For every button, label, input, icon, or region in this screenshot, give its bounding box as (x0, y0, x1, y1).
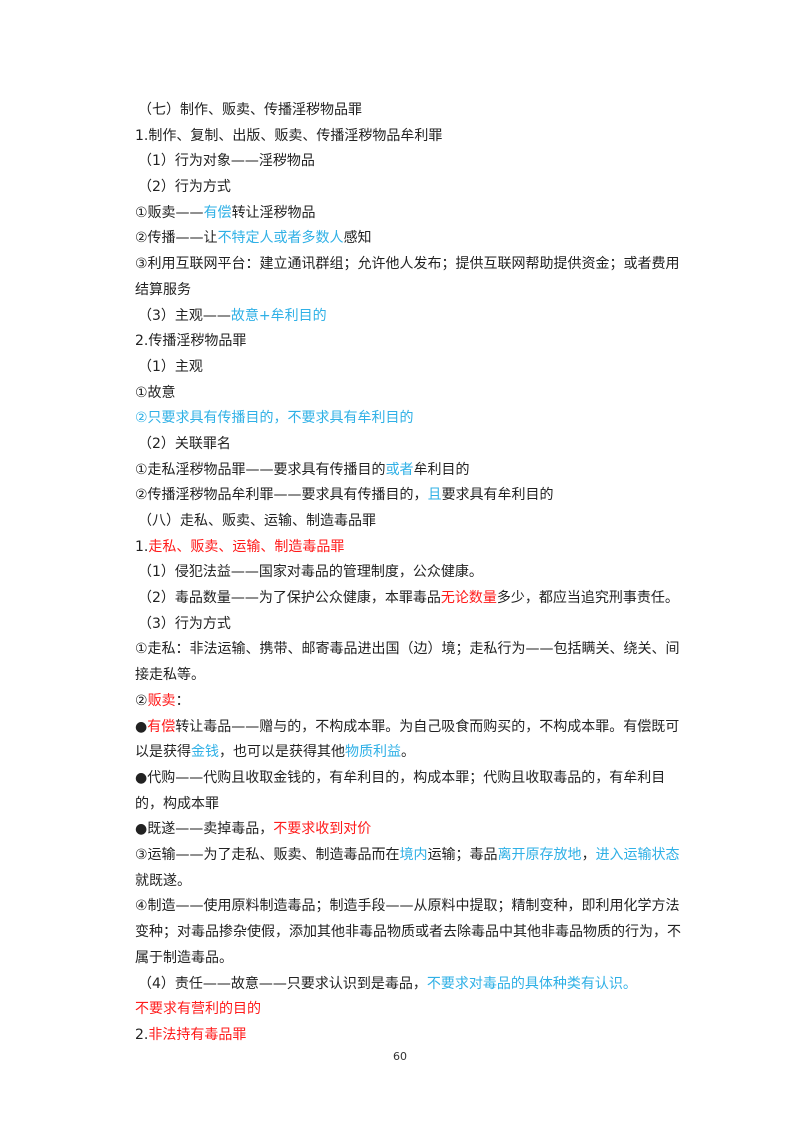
page-content: （七）制作、贩卖、传播淫秽物品罪 1.制作、复制、出版、贩卖、传播淫秽物品牟利罪… (135, 98, 685, 1049)
text-segment: 非法持有毒品罪 (148, 1026, 247, 1043)
text-segment: 贩卖 (147, 692, 176, 709)
text-segment: 要求具有牟利目的 (441, 487, 554, 504)
text-segment: 离开原存放地 (497, 847, 582, 864)
text-segment: ●代购——代购且收取金钱的，有牟利目的，构成本罪；代购且收取毒品的，有牟利目的，… (135, 769, 666, 812)
text-segment: 牟利目的 (413, 461, 470, 478)
line-liability: （4）责任——故意——只要求认识到是毒品，不要求对毒品的具体种类有认识。 (135, 972, 685, 998)
text-segment: 有偿 (147, 718, 176, 735)
text-segment: （1）侵犯法益——国家对毒品的管理制度，公众健康。 (138, 564, 483, 581)
text-segment: ， (581, 847, 596, 864)
text-segment: （3）主观—— (138, 307, 231, 324)
line-spreading-profit: ②传播淫秽物品牟利罪——要求具有传播目的，且要求具有牟利目的 (135, 483, 685, 509)
line-illegal-possession-title: 2.非法持有毒品罪 (135, 1023, 685, 1049)
line-drug-quantity: （2）毒品数量——为了保护公众健康，本罪毒品无论数量多少，都应当追究刑事责任。 (135, 586, 685, 612)
text-segment: 。 (401, 744, 415, 761)
text-segment: 有偿 (203, 204, 232, 221)
text-segment: 走私、贩卖、运输、制造毒品罪 (148, 538, 345, 555)
text-segment: 不要求收到对价 (273, 821, 372, 838)
text-segment: ● (135, 718, 148, 735)
text-segment: ●既遂——卖掉毒品， (135, 821, 274, 838)
text-segment: （七）制作、贩卖、传播淫秽物品罪 (138, 102, 362, 118)
text-segment: 2.传播淫秽物品罪 (135, 333, 247, 350)
text-segment: 转让毒品——赠与的，不构成本罪。为自己吸食而购买的，不构成本罪。有偿既可以是获得 (135, 718, 680, 761)
text-segment: 就既遂。 (135, 872, 191, 889)
text-segment: ④制造——使用原料制造毒品；制造手段——从原料中提取；精制变种，即利用化学方法变… (135, 898, 681, 966)
line-intent: ①故意 (135, 381, 685, 407)
text-segment: （1）行为对象——淫秽物品 (138, 153, 315, 170)
line-section-7-title: （七）制作、贩卖、传播淫秽物品罪 (135, 98, 685, 124)
text-segment: 且 (427, 487, 442, 504)
text-segment: ② (135, 692, 148, 709)
text-segment: ②只要求具有传播目的，不要求具有牟利目的 (135, 410, 414, 427)
text-segment: 金钱 (191, 744, 219, 761)
line-drug-method-heading: （3）行为方式 (135, 612, 685, 638)
line-method-heading: （2）行为方式 (135, 175, 685, 201)
line-internet-platform: ③利用互联网平台：建立通讯群组；允许他人发布；提供互联网帮助提供资金；或者费用结… (135, 252, 685, 303)
text-segment: （2）毒品数量——为了保护公众健康，本罪毒品 (138, 590, 441, 607)
text-segment: 不特定人或者多数人 (217, 230, 344, 247)
line-legal-interest: （1）侵犯法益——国家对毒品的管理制度，公众健康。 (135, 560, 685, 586)
line-subjective: （3）主观——故意+牟利目的 (135, 304, 685, 330)
line-purpose: ②只要求具有传播目的，不要求具有牟利目的 (135, 406, 685, 432)
line-section-8-title: （八）走私、贩卖、运输、制造毒品罪 (135, 509, 685, 535)
page-number: 60 (393, 1050, 407, 1063)
line-crime-1-title: 1.制作、复制、出版、贩卖、传播淫秽物品牟利罪 (135, 124, 685, 150)
text-segment: （3）行为方式 (138, 615, 231, 632)
line-spreading: ②传播——让不特定人或者多数人感知 (135, 226, 685, 252)
text-segment: ②传播——让 (135, 230, 218, 247)
line-drug-crime-title: 1.走私、贩卖、运输、制造毒品罪 (135, 535, 685, 561)
text-segment: 转让淫秽物品 (231, 204, 316, 221)
text-segment: （八）走私、贩卖、运输、制造毒品罪 (138, 513, 376, 530)
text-segment: 或者 (385, 461, 414, 478)
text-segment: ①走私：非法运输、携带、邮寄毒品进出国（边）境；走私行为——包括瞒关、绕关、间接… (135, 641, 680, 684)
text-segment: 不要求对毒品的具体种类有认识。 (426, 975, 637, 992)
text-segment: ③利用互联网平台：建立通讯群组；允许他人发布；提供互联网帮助提供资金；或者费用结… (135, 256, 680, 298)
line-transport: ③运输——为了走私、贩卖、制造毒品而在境内运输；毒品离开原存放地，进入运输状态就… (135, 843, 685, 894)
text-segment: （4）责任——故意——只要求认识到是毒品， (138, 975, 427, 992)
text-segment: （2）行为方式 (138, 179, 231, 196)
text-segment: ③运输——为了走私、贩卖、制造毒品而在 (135, 847, 400, 864)
line-crime-2-title: 2.传播淫秽物品罪 (135, 329, 685, 355)
text-segment: ②传播淫秽物品牟利罪——要求具有传播目的， (135, 487, 428, 504)
line-manufacture: ④制造——使用原料制造毒品；制造手段——从原料中提取；精制变种，即利用化学方法变… (135, 894, 685, 971)
line-selling: ①贩卖——有偿转让淫秽物品 (135, 201, 685, 227)
text-segment: 1. (135, 538, 149, 555)
text-segment: 无论数量 (440, 590, 497, 607)
line-drug-selling: ②贩卖： (135, 689, 685, 715)
text-segment: 运输；毒品 (427, 847, 498, 864)
text-segment: 故意+牟利目的 (230, 307, 327, 324)
text-segment: 物质利益 (345, 744, 401, 761)
line-smuggling: ①走私：非法运输、携带、邮寄毒品进出国（边）境；走私行为——包括瞒关、绕关、间接… (135, 637, 685, 688)
line-paid-transfer: ●有偿转让毒品——赠与的，不构成本罪。为自己吸食而购买的，不构成本罪。有偿既可以… (135, 715, 685, 766)
text-segment: 不要求有营利的目的 (135, 1001, 261, 1018)
text-segment: （1）主观 (138, 358, 203, 375)
text-segment: ①贩卖—— (135, 204, 204, 221)
line-proxy-purchase: ●代购——代购且收取金钱的，有牟利目的，构成本罪；代购且收取毒品的，有牟利目的，… (135, 766, 685, 817)
text-segment: ，也可以是获得其他 (219, 744, 345, 761)
line-related-crimes: （2）关联罪名 (135, 432, 685, 458)
text-segment: ①故意 (135, 384, 176, 401)
line-no-profit-purpose: 不要求有营利的目的 (135, 997, 685, 1023)
text-segment: 2. (135, 1026, 149, 1043)
text-segment: 感知 (343, 230, 372, 247)
text-segment: 1.制作、复制、出版、贩卖、传播淫秽物品牟利罪 (135, 127, 443, 144)
line-subjective-heading: （1）主观 (135, 355, 685, 381)
text-segment: （2）关联罪名 (138, 435, 231, 452)
text-segment: ①走私淫秽物品罪——要求具有传播目的 (135, 461, 386, 478)
line-completion: ●既遂——卖掉毒品，不要求收到对价 (135, 817, 685, 843)
line-smuggling-obscene: ①走私淫秽物品罪——要求具有传播目的或者牟利目的 (135, 458, 685, 484)
text-segment: 境内 (399, 847, 428, 864)
text-segment: 进入运输状态 (595, 847, 680, 864)
text-segment: 多少，都应当追究刑事责任。 (496, 590, 679, 607)
text-segment: ： (175, 692, 190, 709)
line-target: （1）行为对象——淫秽物品 (135, 149, 685, 175)
